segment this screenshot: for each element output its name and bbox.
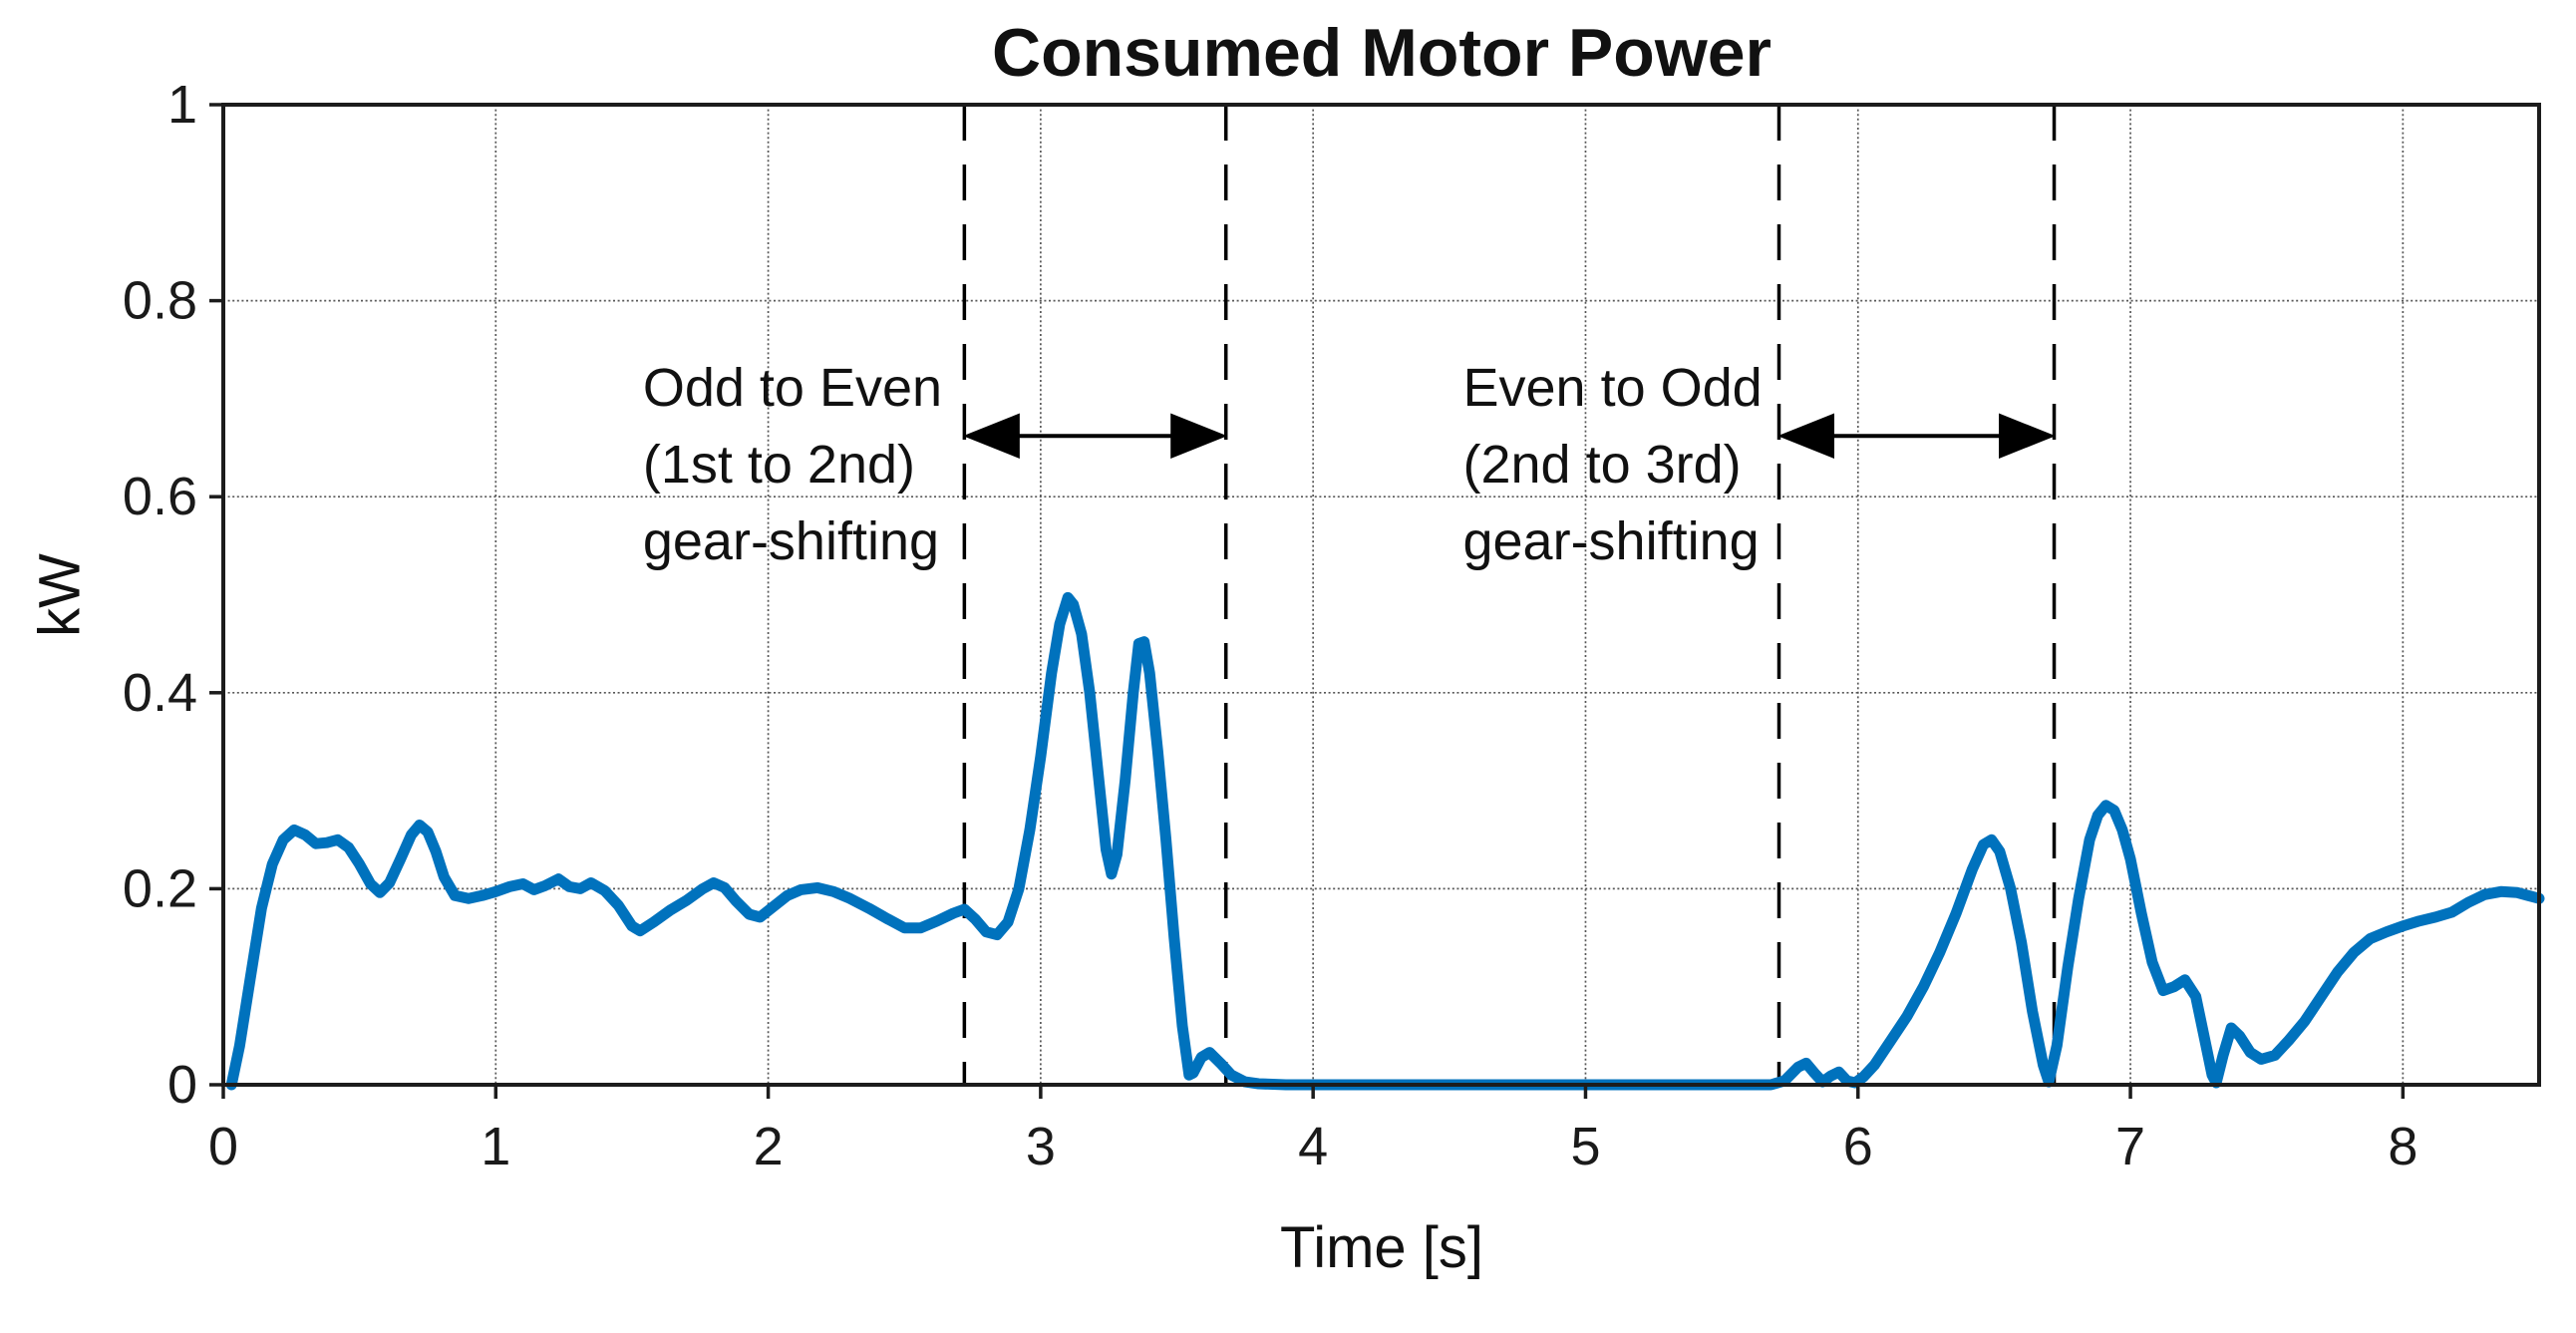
gear-shift-arrow <box>963 413 1228 459</box>
x-axis-label: Time [s] <box>1279 1215 1484 1280</box>
x-tick-label: 2 <box>754 1117 784 1176</box>
y-tick-label: 1 <box>167 75 197 135</box>
x-tick-label: 4 <box>1298 1117 1328 1176</box>
arrowhead-right-icon <box>1999 413 2056 459</box>
arrowhead-left-icon <box>1777 413 1835 459</box>
arrowhead-left-icon <box>963 413 1020 459</box>
y-tick-label: 0.8 <box>123 271 197 331</box>
x-tick-label: 3 <box>1026 1117 1056 1176</box>
chart-title: Consumed Motor Power <box>991 15 1772 91</box>
annotation-even-to-odd: Even to Odd (2nd to 3rd) gear-shifting <box>1462 350 1762 580</box>
gear-shift-arrow <box>1777 413 2056 459</box>
x-tick-label: 1 <box>481 1117 510 1176</box>
arrowhead-right-icon <box>1170 413 1228 459</box>
x-tick-label: 5 <box>1570 1117 1600 1176</box>
x-tick-label: 7 <box>2115 1117 2145 1176</box>
y-tick-label: 0.2 <box>123 858 197 918</box>
annotation-text-line: gear-shifting <box>642 510 940 571</box>
gear-shift-dashed-lines <box>962 105 2057 1085</box>
x-tick-label: 0 <box>208 1117 238 1176</box>
annotation-text-line: (1st to 2nd) <box>642 434 915 495</box>
y-tick-label: 0 <box>167 1055 197 1115</box>
annotation-text-line: (2nd to 3rd) <box>1462 434 1742 495</box>
y-tick-label: 0.6 <box>123 467 197 526</box>
axis-box <box>221 103 2541 1087</box>
y-axis-label: kW <box>27 553 93 637</box>
annotation-text-line: Odd to Even <box>642 357 943 418</box>
annotation-text-line: Even to Odd <box>1462 357 1763 418</box>
tick-labels: 0 1 2 3 4 5 6 7 8 0 0.2 0.4 0.6 0.8 1 <box>123 75 2417 1176</box>
x-tick-label: 8 <box>2388 1117 2417 1176</box>
annotation-odd-to-even: Odd to Even (1st to 2nd) gear-shifting <box>643 350 942 580</box>
annotation-text-line: gear-shifting <box>1462 510 1760 571</box>
power-curve <box>225 591 2545 1091</box>
x-tick-label: 6 <box>1843 1117 1873 1176</box>
axis-ticks <box>209 103 2406 1099</box>
gridlines <box>223 105 2539 1085</box>
y-tick-label: 0.4 <box>123 663 197 723</box>
